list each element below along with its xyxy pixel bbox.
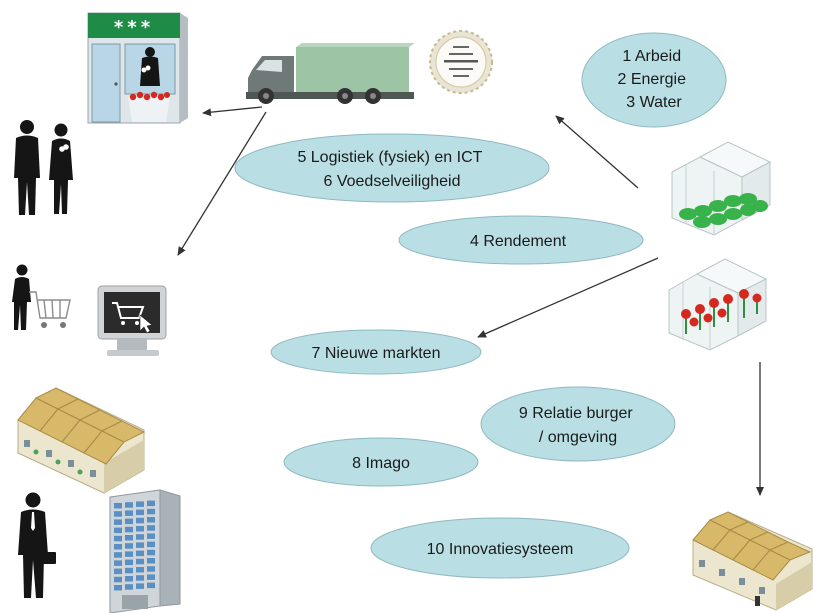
building-window bbox=[114, 519, 122, 525]
building-window bbox=[136, 583, 144, 589]
flower-shop-icon: *** bbox=[87, 12, 188, 124]
truck-icon bbox=[246, 43, 415, 104]
building-window bbox=[114, 560, 122, 566]
building-window bbox=[125, 584, 133, 590]
svg-text:8 Imago: 8 Imago bbox=[352, 455, 410, 472]
building-window bbox=[125, 510, 133, 516]
ellipse-shape bbox=[270, 329, 482, 375]
row-houses-icon bbox=[17, 387, 146, 494]
building-window bbox=[147, 541, 155, 548]
building-window bbox=[114, 527, 122, 534]
building-window bbox=[136, 542, 144, 548]
arrow-truck-to-webshop bbox=[177, 111, 267, 256]
building-window bbox=[114, 544, 122, 550]
svg-text:10 Innovatiesysteem: 10 Innovatiesysteem bbox=[427, 541, 574, 558]
building-window bbox=[125, 543, 133, 549]
building-window bbox=[125, 526, 133, 533]
building-window bbox=[114, 576, 122, 583]
webshop-monitor-icon bbox=[97, 285, 167, 356]
building-window bbox=[125, 535, 133, 541]
building-window bbox=[147, 533, 155, 539]
ellipse-arbeid-energie-water: 1 Arbeid 2 Energie 3 Water bbox=[581, 32, 727, 128]
building-window bbox=[125, 559, 133, 566]
ellipse-logistiek-voedselveiligheid: 5 Logistiek (fysiek) en ICT 6 Voedselvei… bbox=[234, 133, 550, 203]
svg-text:9 Relatie burger / omgev: 9 Relatie burger / omgeving bbox=[519, 405, 637, 446]
building-window bbox=[125, 567, 133, 574]
quality-seal-icon bbox=[429, 30, 493, 94]
building-window bbox=[147, 525, 155, 531]
building-window bbox=[147, 582, 155, 589]
building-window bbox=[114, 535, 122, 542]
building-window bbox=[136, 550, 144, 557]
building-window bbox=[114, 585, 122, 591]
building-window bbox=[147, 549, 155, 556]
ellipse-label: 4 Rendement bbox=[470, 233, 567, 250]
svg-text:7 Nieuwe markten: 7 Nieuwe markten bbox=[312, 345, 441, 362]
ellipse-label: 3 Water bbox=[626, 94, 682, 111]
ellipse-label: 5 Logistiek (fysiek) en ICT bbox=[297, 149, 482, 166]
office-building-icon bbox=[109, 489, 181, 613]
arrow-greenhouse-to-resources bbox=[555, 115, 639, 189]
svg-text:4 Rendement: 4 Rendement bbox=[470, 233, 567, 250]
building-window bbox=[114, 503, 122, 509]
ellipse-shape bbox=[581, 32, 727, 128]
building-window bbox=[136, 509, 144, 516]
ellipse-shape bbox=[480, 386, 676, 462]
ellipse-shape bbox=[398, 215, 644, 265]
building-window bbox=[136, 526, 144, 532]
business-people-icon bbox=[14, 120, 73, 215]
building-window bbox=[136, 517, 144, 524]
ellipse-label: 10 Innovatiesysteem bbox=[427, 541, 574, 558]
svg-text:5 Logistiek (fysiek) en ICT: 5 Logistiek (fysiek) en ICT 6 Voedselvei… bbox=[297, 149, 486, 190]
building-window bbox=[114, 568, 122, 575]
building-window bbox=[147, 517, 155, 523]
ellipse-relatie-burger: 9 Relatie burger / omgeving bbox=[480, 386, 676, 462]
building-window bbox=[125, 576, 133, 582]
building-window bbox=[147, 500, 155, 507]
greenhouse-flowers-icon bbox=[668, 258, 768, 351]
arrows bbox=[177, 106, 764, 496]
shopper-cart-icon bbox=[12, 264, 71, 330]
row-houses-small-icon bbox=[692, 511, 813, 611]
building-window bbox=[125, 518, 133, 525]
ellipse-label: 2 Energie bbox=[618, 71, 687, 88]
building-window bbox=[147, 574, 155, 580]
ellipse-label: 7 Nieuwe markten bbox=[312, 345, 441, 362]
ellipse-label: 1 Arbeid bbox=[622, 48, 681, 65]
ellipse-rendement: 4 Rendement bbox=[398, 215, 644, 265]
ellipse-shape bbox=[234, 133, 550, 203]
svg-text:1 Arbeid 2 Energie: 1 Arbeid 2 Energie 3 Water bbox=[618, 48, 691, 111]
ellipse-label: / omgeving bbox=[539, 429, 617, 446]
building-window bbox=[147, 558, 155, 564]
arrow-truck-to-shop bbox=[202, 106, 263, 117]
building-window bbox=[125, 502, 133, 508]
building-window bbox=[136, 534, 144, 540]
ellipse-imago: 8 Imago bbox=[283, 437, 479, 487]
ellipse-shape bbox=[370, 517, 630, 579]
building-window bbox=[136, 558, 144, 565]
ellipse-label: 8 Imago bbox=[352, 455, 410, 472]
arrow-greenhouse-to-markets bbox=[477, 257, 659, 338]
building-window bbox=[136, 567, 144, 573]
building-window bbox=[147, 508, 155, 515]
ellipse-innovatiesysteem: 10 Innovatiesysteem bbox=[370, 517, 630, 579]
building-window bbox=[114, 552, 122, 558]
ellipse-nieuwe-markten: 7 Nieuwe markten bbox=[270, 329, 482, 375]
building-window bbox=[136, 501, 144, 507]
ellipse-label: 6 Voedselveiligheid bbox=[324, 173, 461, 190]
shop-sign-text: *** bbox=[114, 17, 154, 38]
greenhouse-plants-icon bbox=[671, 141, 772, 236]
building-window bbox=[147, 566, 155, 572]
building-window bbox=[114, 511, 122, 517]
building-window bbox=[125, 551, 133, 557]
building-window bbox=[136, 575, 144, 581]
ellipse-shape bbox=[283, 437, 479, 487]
businessman-icon bbox=[18, 492, 56, 598]
ellipse-label: 9 Relatie burger bbox=[519, 405, 634, 422]
